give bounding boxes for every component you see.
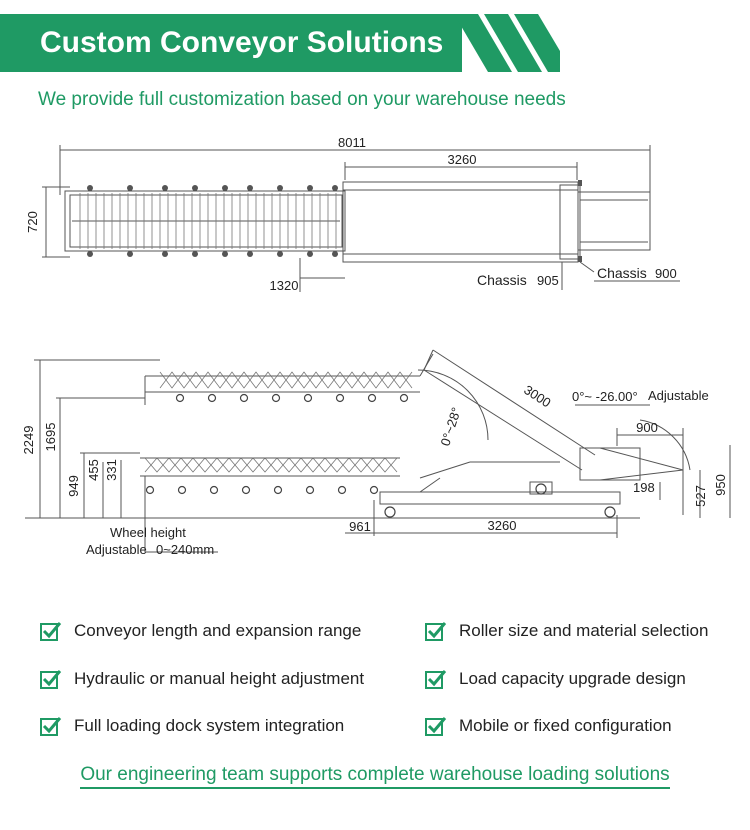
feature-label: Roller size and material selection bbox=[459, 621, 709, 640]
check-icon bbox=[40, 622, 62, 641]
top-view-rollers bbox=[79, 193, 337, 249]
dim-tail-527: 527 bbox=[693, 485, 708, 507]
feature-item: Full loading dock system integration bbox=[40, 713, 344, 739]
conveyor-technical-drawing: 8011 3260 720 1320 Chassis 905 Chassis 9… bbox=[21, 135, 731, 557]
dim-tilt-angle: 0°~28° bbox=[437, 405, 464, 447]
wheel-range: 0~240mm bbox=[156, 542, 214, 557]
check-icon bbox=[40, 670, 62, 689]
dim-tail-198: 198 bbox=[633, 480, 655, 495]
dim-fixed-length: 3260 bbox=[448, 152, 477, 167]
chassis-b-value: 900 bbox=[655, 266, 677, 281]
dim-boom-length: 3000 bbox=[521, 382, 553, 410]
feature-item: Hydraulic or manual height adjustment bbox=[40, 666, 364, 692]
dim-331: 331 bbox=[104, 459, 119, 481]
feature-item: Conveyor length and expansion range bbox=[40, 618, 361, 644]
dim-offset: 1320 bbox=[270, 278, 299, 293]
feature-label: Mobile or fixed configuration bbox=[459, 716, 672, 735]
top-view-casters bbox=[87, 180, 582, 262]
decorative-stripes bbox=[454, 14, 560, 72]
side-view-wheels bbox=[145, 393, 616, 518]
dim-max-height: 2249 bbox=[21, 426, 36, 455]
page-subtitle: We provide full customization based on y… bbox=[38, 89, 566, 110]
dim-width: 720 bbox=[25, 211, 40, 233]
dim-raised-height: 1695 bbox=[43, 423, 58, 452]
feature-item: Load capacity upgrade design bbox=[425, 666, 686, 692]
side-view-scissor-links bbox=[144, 371, 413, 473]
footer-tagline: Our engineering team supports complete w… bbox=[80, 764, 670, 789]
dim-455: 455 bbox=[86, 459, 101, 481]
feature-label: Load capacity upgrade design bbox=[459, 669, 686, 688]
dim-incline-note: Adjustable bbox=[648, 388, 709, 403]
top-view bbox=[42, 145, 680, 292]
feature-label: Conveyor length and expansion range bbox=[74, 621, 362, 640]
feature-item: Mobile or fixed configuration bbox=[425, 713, 672, 739]
title-banner: Custom Conveyor Solutions bbox=[0, 14, 462, 72]
wheel-adjustable-label: Adjustable bbox=[86, 542, 147, 557]
feature-item: Roller size and material selection bbox=[425, 618, 708, 644]
footer: Our engineering team supports complete w… bbox=[0, 764, 750, 789]
dim-tail-length: 900 bbox=[636, 420, 658, 435]
chassis-a-label: Chassis bbox=[477, 272, 527, 288]
check-icon bbox=[425, 622, 447, 641]
feature-label: Hydraulic or manual height adjustment bbox=[74, 669, 365, 688]
check-icon bbox=[425, 717, 447, 736]
dim-tail-950: 950 bbox=[713, 474, 728, 496]
check-icon bbox=[40, 717, 62, 736]
check-icon bbox=[425, 670, 447, 689]
feature-label: Full loading dock system integration bbox=[74, 716, 345, 735]
dim-incline-angle: 0°~ -26.00° bbox=[572, 389, 638, 404]
dim-low-height: 949 bbox=[66, 475, 81, 497]
page-title: Custom Conveyor Solutions bbox=[40, 26, 444, 59]
wheel-height-label: Wheel height bbox=[110, 525, 186, 540]
dim-rear-offset: 961 bbox=[349, 519, 371, 534]
side-view-frame bbox=[25, 349, 731, 553]
chassis-a-value: 905 bbox=[537, 273, 559, 288]
dim-base-length: 3260 bbox=[488, 518, 517, 533]
chassis-b-label: Chassis bbox=[597, 265, 647, 281]
feature-list: Conveyor length and expansion range Roll… bbox=[0, 612, 750, 752]
dim-overall-length: 8011 bbox=[338, 135, 366, 150]
